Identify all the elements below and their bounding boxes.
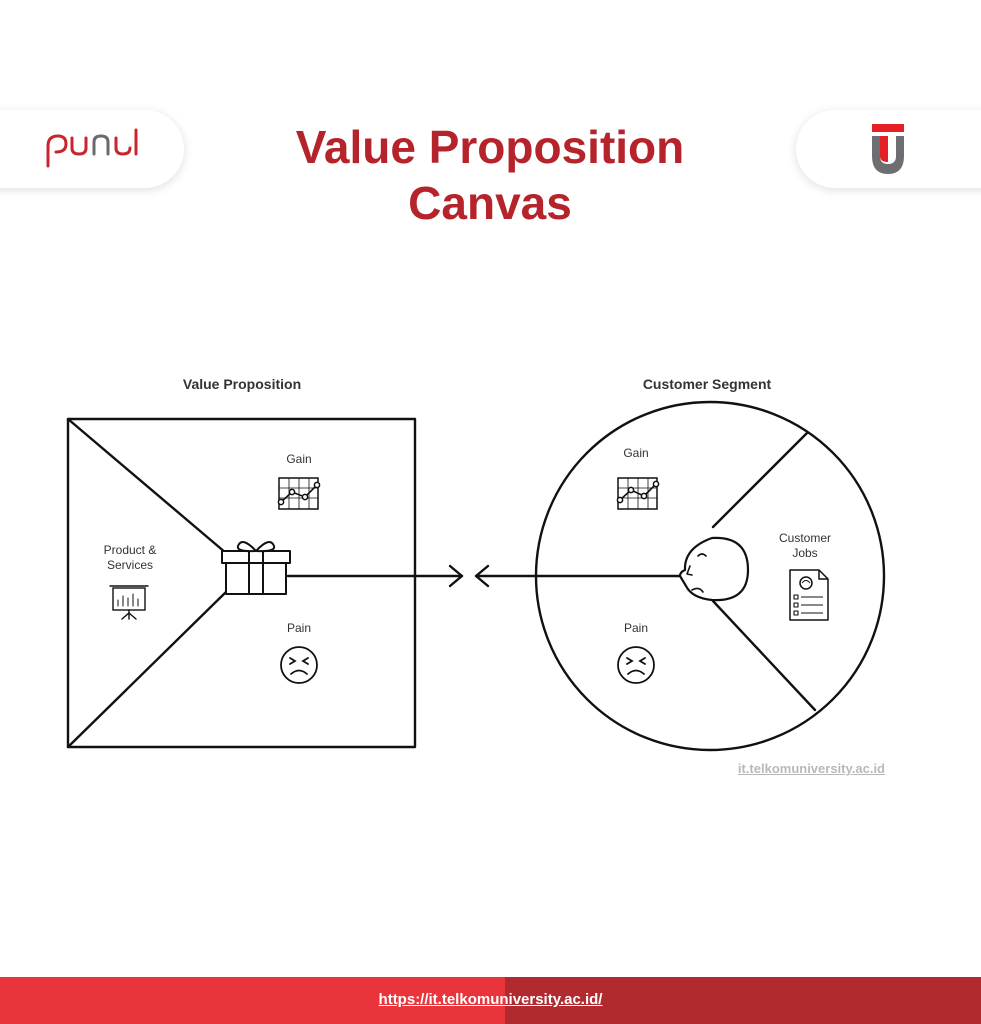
face-icon xyxy=(678,536,750,602)
telkom-university-logo xyxy=(872,124,904,174)
product-label-line-1: Product & xyxy=(103,543,157,557)
value-pain-label: Pain xyxy=(286,621,312,635)
page-title: Value Proposition Canvas xyxy=(190,120,790,230)
puni-logo xyxy=(46,128,138,168)
value-proposition-heading: Value Proposition xyxy=(182,376,302,392)
customer-segment-heading: Customer Segment xyxy=(642,376,772,392)
title-line-1: Value Proposition xyxy=(295,121,685,173)
arrow-head-right xyxy=(448,564,464,588)
footer-bar: https://it.telkomuniversity.ac.id/ xyxy=(0,977,981,1024)
customer-gain-label: Gain xyxy=(623,446,649,460)
arrow-head-left xyxy=(474,564,490,588)
checklist-document-icon xyxy=(789,569,829,621)
square-diagonal-bottom xyxy=(66,590,228,749)
customer-jobs-label: Customer Jobs xyxy=(760,531,850,561)
chart-icon-value xyxy=(277,477,321,510)
title-line-2: Canvas xyxy=(408,177,572,229)
jobs-label-line-2: Jobs xyxy=(792,546,818,560)
customer-pain-label: Pain xyxy=(623,621,649,635)
jobs-label-line-1: Customer xyxy=(778,531,831,545)
sad-face-icon-customer xyxy=(617,646,655,684)
footer-link[interactable]: https://it.telkomuniversity.ac.id/ xyxy=(378,991,603,1008)
watermark-link[interactable]: it.telkomuniversity.ac.id xyxy=(737,761,885,776)
value-gain-label: Gain xyxy=(286,452,312,466)
gift-icon xyxy=(221,541,291,595)
product-label-line-2: Services xyxy=(106,558,153,572)
square-diagonal-top xyxy=(66,417,228,555)
value-map-square xyxy=(66,417,417,749)
circle-divider-bottom xyxy=(711,599,817,712)
circle-divider-top xyxy=(711,431,809,529)
chart-icon-customer xyxy=(616,477,660,510)
sad-face-icon-value xyxy=(280,646,318,684)
right-logo-pill xyxy=(796,110,981,188)
left-logo-pill xyxy=(0,110,184,188)
product-services-label: Product & Services xyxy=(80,543,180,573)
presentation-board-icon xyxy=(109,585,149,620)
